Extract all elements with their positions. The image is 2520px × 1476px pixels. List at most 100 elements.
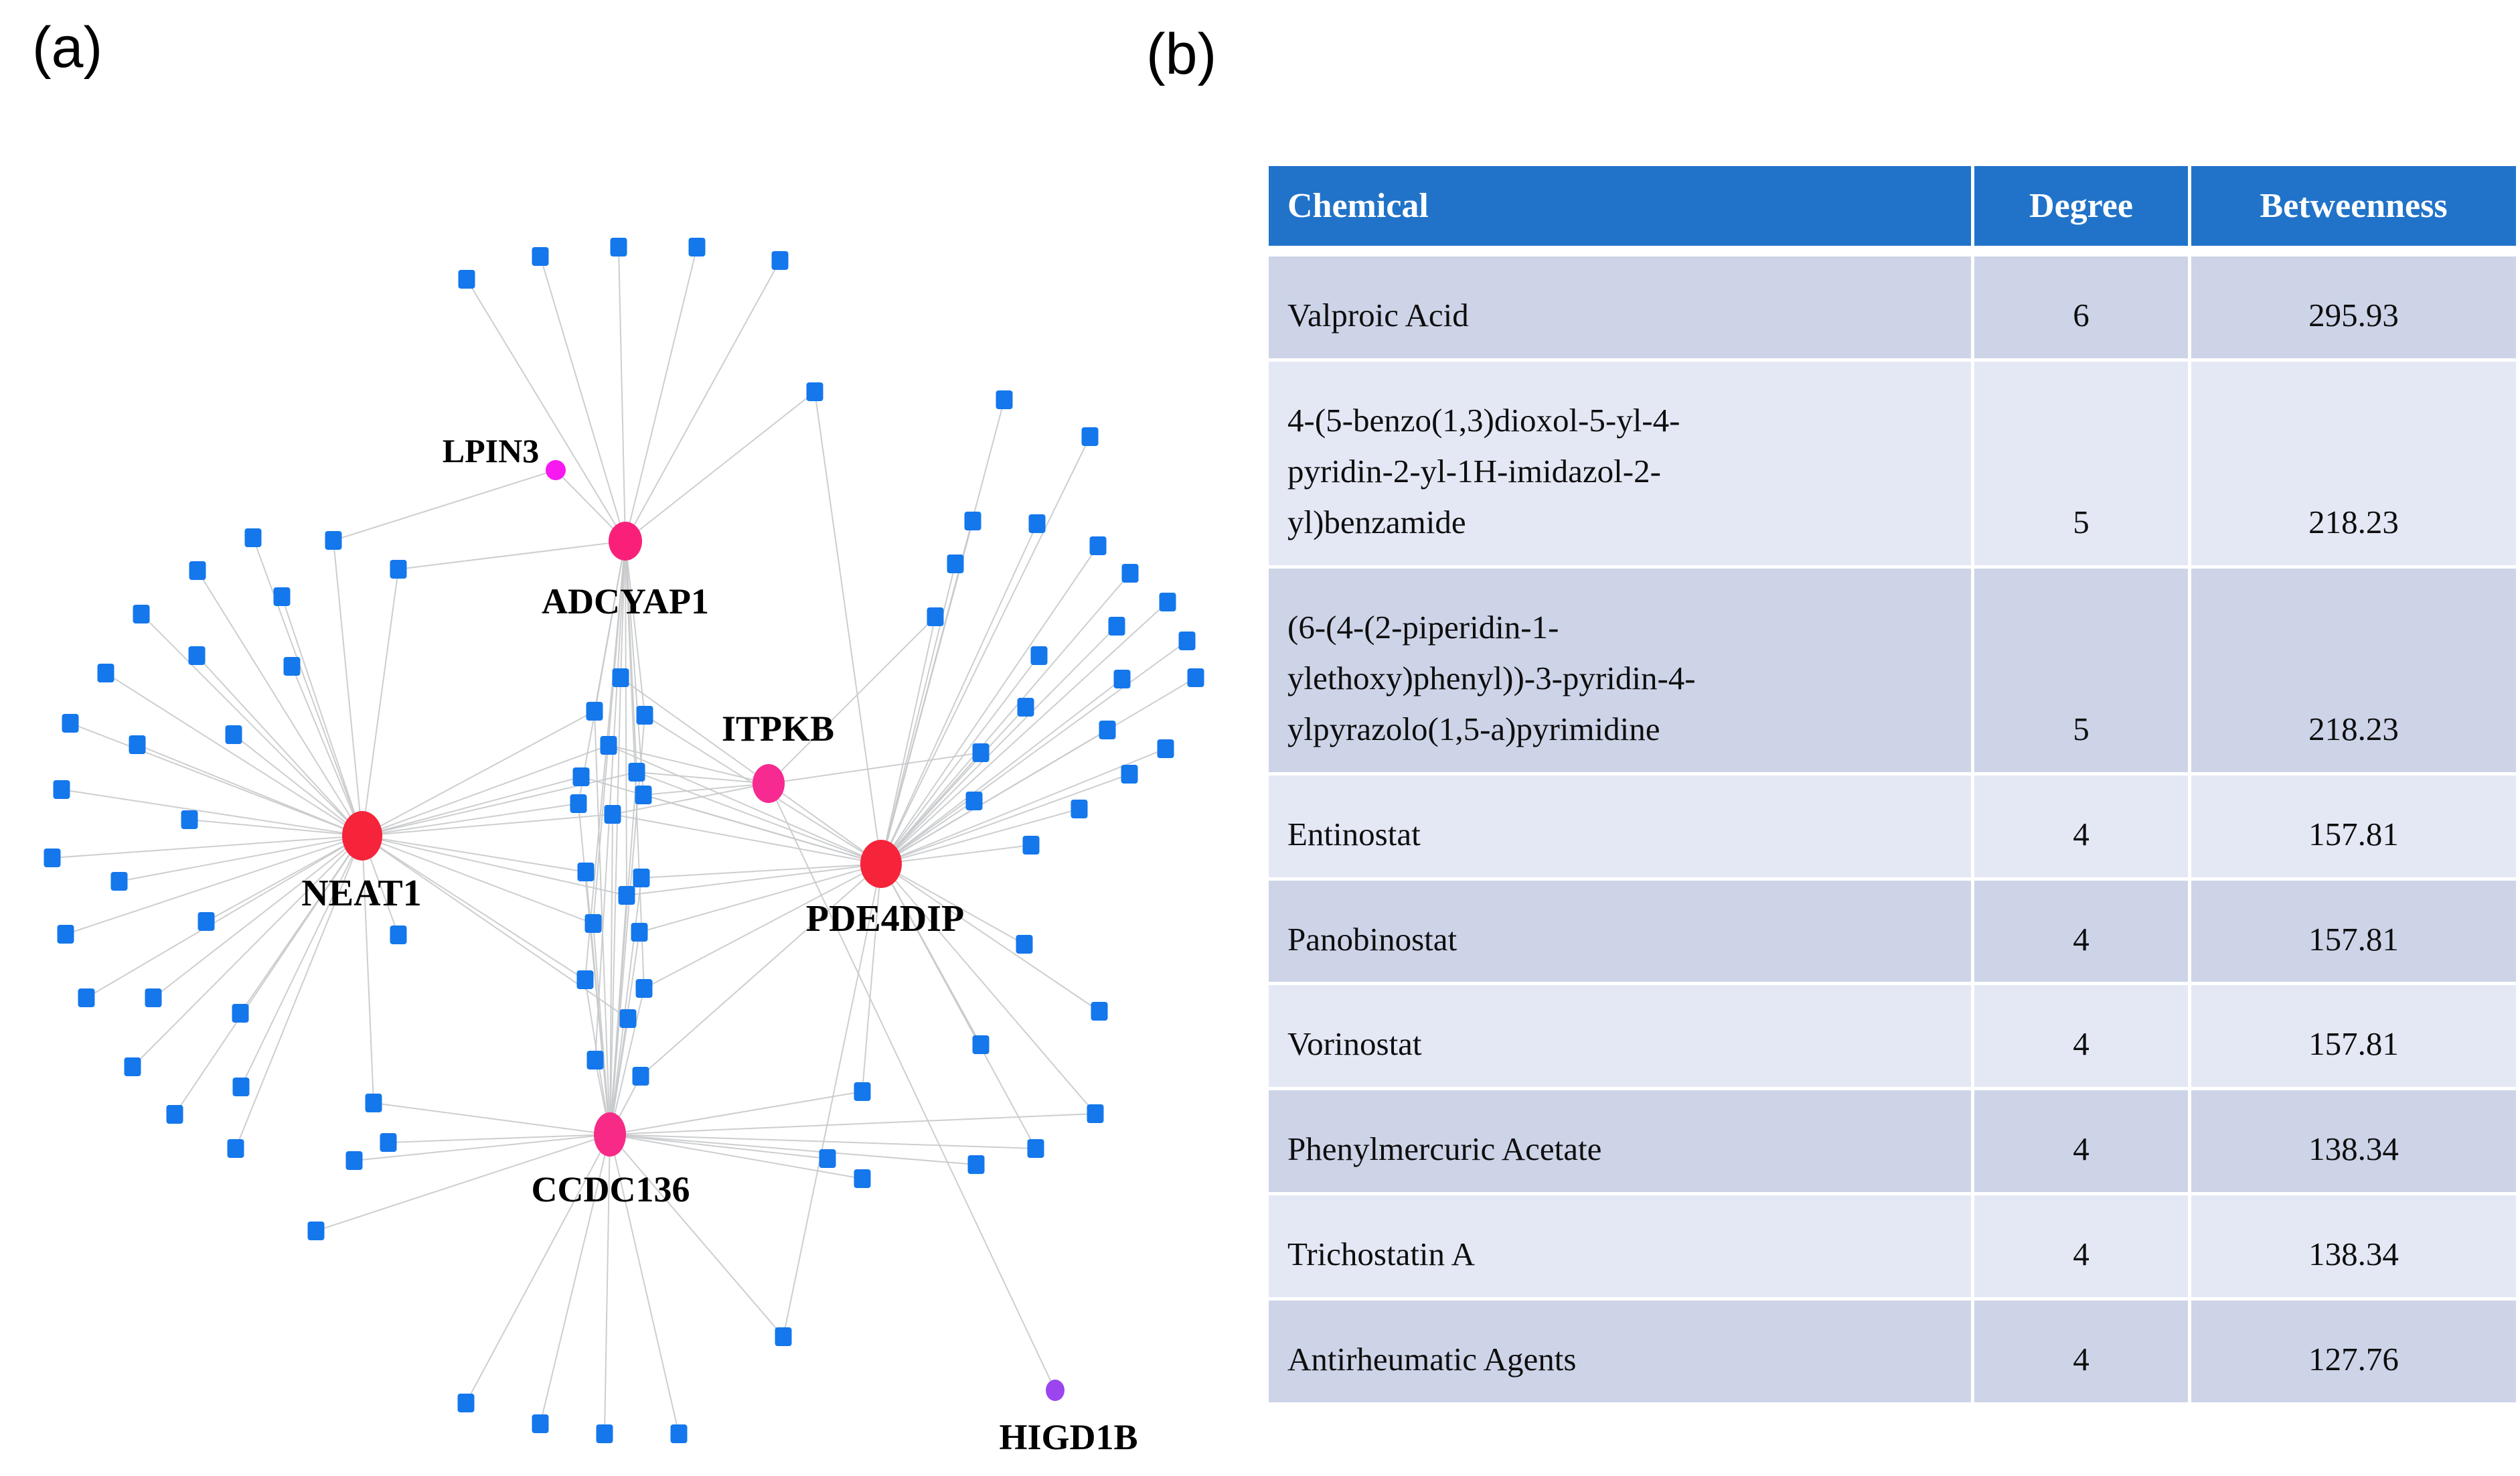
- cell-betweenness: 218.23: [2188, 358, 2519, 569]
- network-edge: [362, 835, 586, 980]
- network-edge: [609, 1134, 680, 1434]
- chemical-node: [610, 238, 627, 256]
- network-edge: [609, 877, 642, 1135]
- cell-degree: 4: [1971, 1192, 2191, 1301]
- network-edge: [609, 1091, 863, 1135]
- column-header-degree: Degree: [1971, 163, 2191, 256]
- cell-betweenness: 157.81: [2188, 982, 2519, 1091]
- chemical-node: [964, 512, 981, 530]
- network-edge: [880, 573, 1131, 865]
- network-edge: [643, 794, 882, 865]
- chemical-node: [1157, 739, 1174, 758]
- chemical-node: [1113, 670, 1131, 688]
- chemical-node: [1016, 935, 1033, 954]
- network-edge: [609, 1134, 784, 1337]
- panel-b-label: (b): [1146, 22, 1217, 86]
- gene-node-HIGD1B: [1046, 1380, 1065, 1401]
- chemical-node: [628, 763, 645, 782]
- gene-node-LPIN3: [546, 460, 566, 480]
- network-edge: [235, 835, 363, 1149]
- chemical-node: [1071, 800, 1088, 818]
- chemical-node: [996, 390, 1013, 409]
- chemical-node: [635, 979, 653, 998]
- cell-betweenness: 295.93: [2188, 249, 2519, 362]
- cell-chemical-name: (6-(4-(2-piperidin-1- ylethoxy)phenyl))-…: [1265, 565, 1974, 776]
- chemical-node: [1187, 668, 1204, 687]
- chemical-node: [283, 657, 301, 676]
- cell-betweenness: 157.81: [2188, 877, 2519, 986]
- chemical-node: [1030, 646, 1048, 665]
- network-edge: [880, 808, 1080, 865]
- network-edge: [61, 789, 363, 836]
- network-edge: [768, 783, 1056, 1391]
- cell-degree: 4: [1971, 771, 2191, 881]
- chemical-node: [129, 735, 146, 754]
- chemical-node: [145, 988, 162, 1007]
- network-edge: [362, 835, 627, 896]
- network-edge: [880, 640, 1188, 865]
- cell-chemical-name: Phenylmercuric Acetate: [1265, 1087, 1974, 1196]
- network-edge: [612, 814, 882, 865]
- chemical-node: [188, 646, 206, 665]
- gene-labels: NEAT1PDE4DIPADCYAP1ITPKBCCDC136LPIN3HIGD…: [301, 432, 1137, 1457]
- chemical-node: [619, 1009, 637, 1028]
- network-edge: [65, 835, 363, 935]
- network-edge: [105, 672, 363, 836]
- cell-chemical-name: Antirheumatic Agents: [1265, 1297, 1974, 1406]
- gene-node-NEAT1: [342, 811, 382, 861]
- network-edge: [291, 666, 363, 836]
- chemical-node: [854, 1082, 871, 1101]
- network-edge: [880, 863, 1096, 1114]
- chemical-node: [771, 251, 789, 270]
- chemical-node: [1159, 593, 1176, 611]
- chemical-node: [1099, 721, 1116, 739]
- network-edge: [196, 655, 363, 836]
- chemical-node: [972, 743, 990, 762]
- chemical-node: [232, 1078, 250, 1096]
- network-edge: [353, 1134, 611, 1161]
- network-edge: [625, 260, 781, 542]
- gene-node-ITPKB: [753, 764, 785, 803]
- chemical-node: [53, 780, 70, 799]
- gene-label-PDE4DIP: PDE4DIP: [806, 898, 964, 940]
- network-edge: [609, 677, 621, 1135]
- chemical-node: [110, 872, 128, 891]
- network-edge: [362, 711, 595, 836]
- network-edge: [768, 752, 981, 784]
- network-edge: [609, 1113, 1096, 1135]
- chemical-node: [927, 607, 944, 626]
- network-edge: [540, 256, 626, 542]
- cell-degree: 6: [1971, 249, 2191, 362]
- chemical-node: [133, 605, 150, 623]
- chemical-node: [570, 794, 587, 813]
- chemical-node: [972, 1035, 990, 1054]
- chemical-node: [166, 1105, 183, 1124]
- chemical-node: [532, 247, 549, 266]
- cell-betweenness: 157.81: [2188, 771, 2519, 881]
- chemical-node: [1027, 1139, 1044, 1158]
- cell-betweenness: 218.23: [2188, 565, 2519, 776]
- network-edge: [880, 863, 1025, 945]
- chemical-node: [1121, 765, 1138, 784]
- network-edge: [362, 803, 579, 836]
- chemical-node: [62, 714, 79, 733]
- network-edge: [333, 540, 363, 836]
- network-edge: [540, 1134, 611, 1424]
- network-edge: [643, 783, 769, 796]
- network-edge: [466, 279, 626, 542]
- gene-label-CCDC136: CCDC136: [532, 1169, 690, 1209]
- chemical-node: [586, 702, 603, 721]
- chemical-node: [577, 863, 595, 881]
- chemical-node: [635, 786, 652, 804]
- network-edge: [153, 835, 363, 999]
- chemical-node: [57, 925, 74, 944]
- chemical-node: [631, 923, 648, 942]
- network-edge: [880, 729, 1108, 865]
- chemical-node: [688, 238, 706, 256]
- network-edge: [388, 1134, 611, 1143]
- chemical-node: [189, 561, 206, 580]
